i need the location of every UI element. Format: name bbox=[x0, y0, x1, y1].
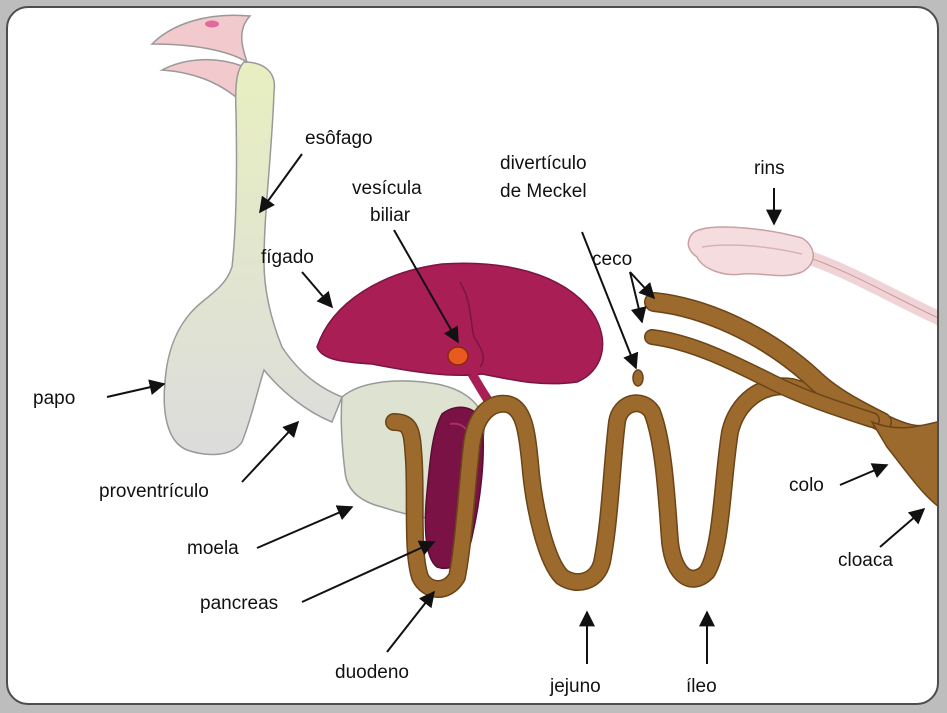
arrow-colo bbox=[840, 465, 887, 485]
arrow-proventriculo bbox=[242, 422, 298, 482]
label-ileo: íleo bbox=[686, 676, 717, 697]
gallbladder bbox=[448, 347, 468, 365]
label-diverticulo-line1: divertículo bbox=[500, 153, 587, 174]
diagram-frame: esôfago vesícula biliar fígado divertícu… bbox=[6, 6, 939, 705]
arrow-duodeno bbox=[387, 592, 434, 652]
esophagus bbox=[164, 62, 342, 455]
label-duodeno: duodeno bbox=[335, 662, 409, 683]
label-cloaca: cloaca bbox=[838, 550, 893, 571]
label-rins: rins bbox=[754, 158, 785, 179]
arrow-papo bbox=[107, 384, 164, 397]
label-papo: papo bbox=[33, 388, 75, 409]
kidney bbox=[688, 227, 939, 322]
label-jejuno: jejuno bbox=[549, 676, 601, 697]
label-vesicula-line2: biliar bbox=[370, 205, 411, 226]
digestive-system-diagram: esôfago vesícula biliar fígado divertícu… bbox=[8, 8, 939, 705]
arrow-moela bbox=[257, 507, 352, 548]
label-pancreas: pancreas bbox=[200, 593, 278, 614]
label-esofago: esôfago bbox=[305, 128, 373, 149]
label-proventriculo: proventrículo bbox=[99, 481, 209, 502]
arrow-figado bbox=[302, 272, 332, 307]
label-vesicula-line1: vesícula bbox=[352, 178, 422, 199]
label-ceco: ceco bbox=[592, 249, 632, 270]
label-colo: colo bbox=[789, 475, 824, 496]
label-diverticulo-line2: de Meckel bbox=[500, 181, 587, 202]
label-figado: fígado bbox=[261, 247, 314, 268]
label-moela: moela bbox=[187, 538, 239, 559]
arrow-cloaca bbox=[880, 509, 924, 547]
